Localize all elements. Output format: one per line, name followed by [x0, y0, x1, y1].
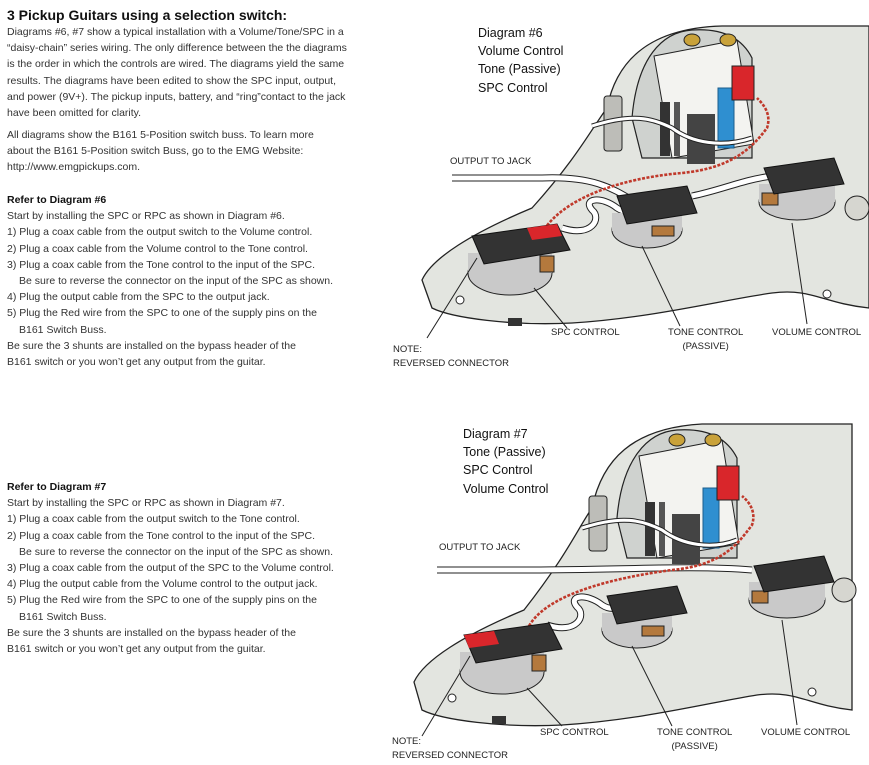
diagram7-tone-line2: (PASSIVE) [671, 741, 718, 752]
intro-line: “daisy-chain” series wiring. The only di… [7, 42, 347, 55]
intro-line: and power (9V+). The pickup inputs, batt… [7, 90, 346, 103]
intro-line: Diagrams #6, #7 show a typical installat… [7, 26, 344, 38]
diagram6-tone-line1: TONE CONTROL [668, 327, 744, 338]
instruction-line: 1) Plug a coax cable from the output swi… [7, 513, 300, 526]
tone-control-pot-6 [611, 185, 698, 249]
diagram6-volume-control-label: VOLUME CONTROL [772, 327, 862, 338]
instruction-line: B161 switch or you won’t get any output … [7, 643, 266, 656]
intro-line: is the order in which the controls are w… [7, 58, 345, 71]
diagram7-title-block: Diagram #7 Tone (Passive) SPC Control Vo… [463, 425, 548, 498]
instruction-line: Start by installing the SPC or RPC as sh… [7, 497, 285, 510]
instruction-line: 4) Plug the output cable from the SPC to… [7, 291, 270, 304]
diagram7-label-spc: SPC Control [463, 463, 533, 478]
diagram7-label-tone: Tone (Passive) [463, 445, 546, 460]
intro-line: have been omitted for clarity. [7, 107, 142, 120]
diagram7-volume-control-label: VOLUME CONTROL [761, 727, 851, 738]
instruction-line: 2) Plug a coax cable from the Tone contr… [7, 529, 315, 542]
instruction-line: B161 Switch Buss. [19, 610, 107, 623]
callout-lines-7 [421, 619, 798, 737]
instruction-line: Be sure to reverse the connector on the … [19, 275, 334, 288]
diagram6-tone-control-label: TONE CONTROL (PASSIVE) [668, 326, 743, 354]
diagram6-title-block: Diagram #6 Volume Control Tone (Passive)… [478, 24, 563, 97]
diagram6-spc-control-label: SPC CONTROL [551, 327, 620, 338]
diagram6-note-line1: NOTE: [393, 344, 423, 355]
instruction-line: 5) Plug the Red wire from the SPC to one… [7, 594, 317, 607]
diagram7-title: Diagram #7 [463, 427, 528, 441]
wiring-diagram-7 [413, 423, 857, 737]
diagram6-note-line2: REVERSED CONNECTOR [393, 358, 509, 369]
instruction-line: 1) Plug a coax cable from the output swi… [7, 226, 313, 239]
buss-note-line: All diagrams show the B161 5-Position sw… [7, 129, 314, 141]
diagram7-tone-control-label: TONE CONTROL (PASSIVE) [657, 726, 732, 754]
wiring-diagram-6 [421, 25, 869, 339]
buss-note-block: All diagrams show the B161 5-Position sw… [7, 127, 402, 176]
buss-note-line: about the B161 5-Position switch Buss, g… [7, 145, 304, 158]
tone-control-pot-7 [601, 585, 688, 649]
instruction-line: Be sure the 3 shunts are installed on th… [7, 339, 296, 352]
diagram6-label-volume: Volume Control [478, 44, 564, 59]
diagram6-tone-line2: (PASSIVE) [682, 341, 729, 352]
instruction-line: Start by installing the SPC or RPC as sh… [7, 210, 285, 223]
instruction-line: 3) Plug a coax cable from the output of … [7, 562, 334, 575]
diagram7-note-line2: REVERSED CONNECTOR [392, 750, 508, 761]
diagram7-tone-line1: TONE CONTROL [657, 727, 733, 738]
instruction-line: 4) Plug the output cable from the Volume… [7, 578, 318, 591]
section7-instructions: Refer to Diagram #7 Start by installing … [7, 479, 402, 657]
spc-control-pot-6 [467, 223, 571, 296]
diagram6-output-to-jack: OUTPUT TO JACK [450, 156, 532, 167]
volume-control-pot-6 [758, 157, 845, 221]
diagram6-title: Diagram #6 [478, 26, 543, 40]
instruction-line: Be sure to reverse the connector on the … [19, 545, 334, 558]
diagram6-label-tone: Tone (Passive) [478, 62, 561, 77]
diagram7-output-to-jack: OUTPUT TO JACK [439, 542, 521, 553]
instruction-line: 3) Plug a coax cable from the Tone contr… [7, 258, 315, 271]
section6-title: Refer to Diagram #6 [7, 194, 107, 206]
diagram6-label-spc: SPC Control [478, 80, 548, 95]
diagram6-note: NOTE: REVERSED CONNECTOR [393, 343, 509, 371]
instruction-line: B161 Switch Buss. [19, 323, 107, 336]
section7-title: Refer to Diagram #7 [7, 481, 107, 493]
diagram7-note: NOTE: REVERSED CONNECTOR [392, 735, 508, 763]
intro-line: results. The diagrams have been edited t… [7, 74, 337, 87]
instruction-line: Be sure the 3 shunts are installed on th… [7, 626, 296, 639]
intro-text-block: 3 Pickup Guitars using a selection switc… [7, 7, 402, 121]
instruction-line: B161 switch or you won’t get any output … [7, 356, 266, 369]
diagram7-note-line1: NOTE: [392, 736, 422, 747]
instruction-line: 2) Plug a coax cable from the Volume con… [7, 242, 308, 255]
volume-control-pot-7 [748, 555, 835, 619]
spc-control-pot-7 [459, 622, 563, 695]
page-heading: 3 Pickup Guitars using a selection switc… [7, 7, 288, 23]
section6-instructions: Refer to Diagram #6 Start by installing … [7, 192, 402, 370]
instruction-line: 5) Plug the Red wire from the SPC to one… [7, 307, 317, 320]
diagram7-label-volume: Volume Control [463, 481, 549, 496]
diagram7-spc-control-label: SPC CONTROL [540, 727, 609, 738]
callout-lines-6 [426, 222, 808, 339]
website-link[interactable]: http://www.emgpickups.com. [7, 161, 141, 174]
